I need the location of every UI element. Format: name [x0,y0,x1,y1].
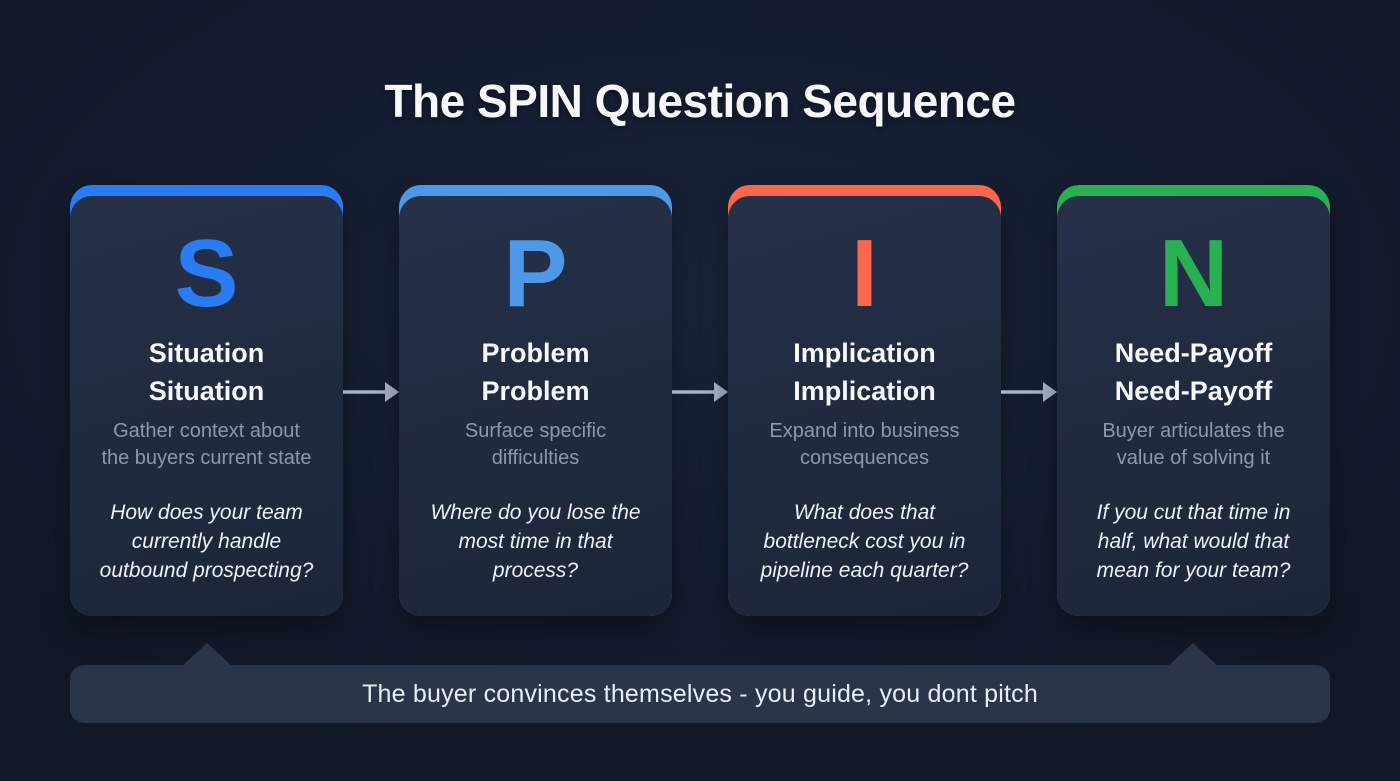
card-question: How does your team currently handle outb… [99,501,314,582]
spin-card-problem: P Problem Problem Surface specific diffi… [399,185,672,616]
card-letter-n: N [1158,220,1229,327]
page-title: The SPIN Question Sequence [384,75,1016,127]
card-title-line: Need-Payoff [1114,338,1273,368]
spin-card-implication: I Implication Implication Expand into bu… [728,185,1001,616]
cards-row: S Situation Situation Gather context abo… [70,185,1330,616]
card-title-line: Problem [481,376,590,406]
card-title-line: Situation [148,338,265,368]
banner-pointer-left [182,643,232,666]
arrow-right-icon [343,185,399,409]
card-title: Problem Problem [415,334,656,410]
card-body: N Need-Payoff Need-Payoff Buyer articula… [1057,196,1330,616]
card-body: I Implication Implication Expand into bu… [728,196,1001,616]
arrow-right-icon [672,185,728,409]
card-question: If you cut that time in half, what would… [1096,501,1291,582]
card-letter-i: I [851,220,878,327]
spin-card-situation: S Situation Situation Gather context abo… [70,185,343,616]
card-body: S Situation Situation Gather context abo… [70,196,343,616]
card-body: P Problem Problem Surface specific diffi… [399,196,672,616]
card-letter-s: S [174,220,239,327]
card-title-line: Implication [793,338,936,368]
spin-card-need-payoff: N Need-Payoff Need-Payoff Buyer articula… [1057,185,1330,616]
arrow-right-icon [1001,185,1057,409]
takeaway-banner: The buyer convinces themselves - you gui… [70,643,1330,723]
card-question: What does that bottleneck cost you in pi… [760,501,969,582]
card-question: Where do you lose the most time in that … [430,501,641,582]
card-title: Need-Payoff Need-Payoff [1073,334,1314,410]
takeaway-text: The buyer convinces themselves - you gui… [362,679,1038,708]
card-title-line: Need-Payoff [1114,376,1273,406]
card-description: Gather context about the buyers current … [101,420,312,469]
card-title: Situation Situation [86,334,327,410]
card-description: Buyer articulates the value of solving i… [1102,420,1285,469]
banner-pointer-right [1168,643,1218,666]
card-title-line: Implication [793,376,936,406]
card-title-line: Problem [481,338,590,368]
card-title: Implication Implication [744,334,985,410]
card-letter-p: P [503,220,568,327]
card-title-line: Situation [148,376,265,406]
card-description: Expand into business consequences [769,420,960,469]
card-description: Surface specific difficulties [464,420,607,469]
